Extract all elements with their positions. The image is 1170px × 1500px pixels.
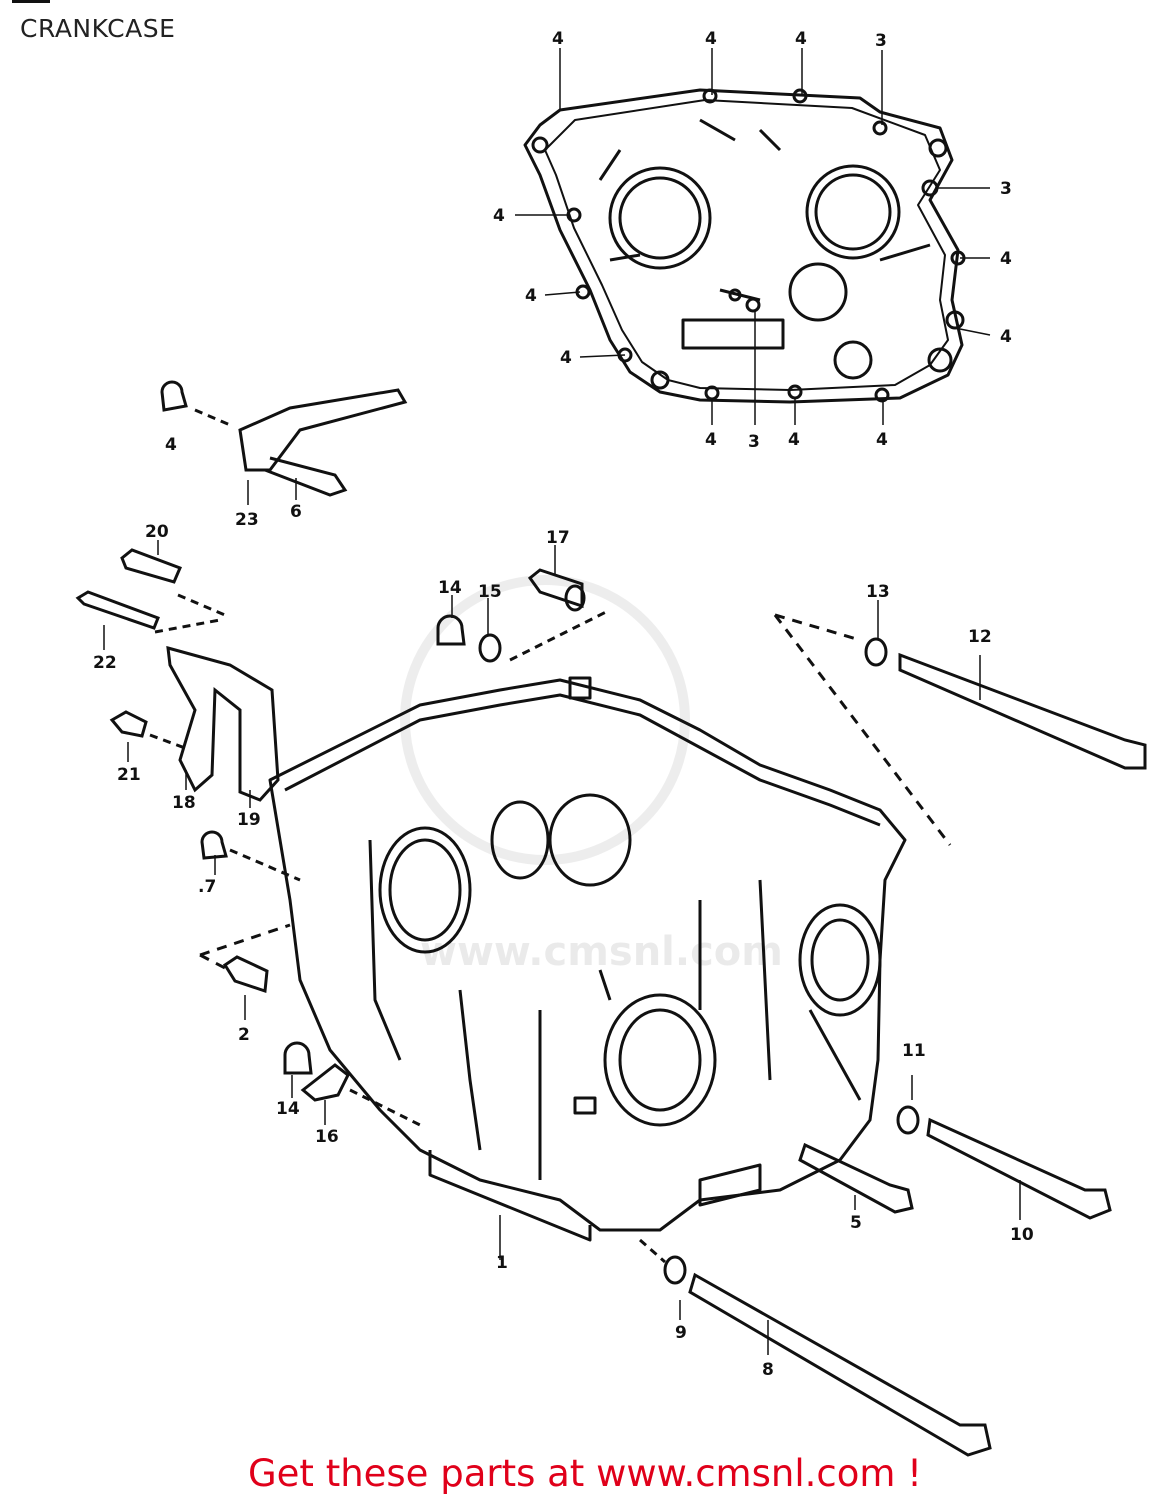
callout-15: 15 [478,582,502,602]
callout-14: 14 [438,578,462,598]
buy-parts-link[interactable]: Get these parts at www.cmsnl.com ! [247,1452,922,1495]
callout-2: 2 [238,1025,250,1045]
callout-22: 22 [93,653,117,673]
callout-labels: 4 4 4 3 3 4 4 4 4 4 4 3 4 4 4 23 6 20 22… [93,29,1034,1380]
callout-4: 4 [705,29,717,49]
watermark-text: www.cmsnl.com [420,929,783,975]
callout-4: 4 [788,430,800,450]
callout-16: 16 [315,1127,339,1147]
callout-8: 8 [762,1360,774,1380]
callout-14: 14 [276,1099,300,1119]
callout-4: 4 [795,29,807,49]
callout-4: 4 [705,430,717,450]
callout-4: 4 [165,435,177,455]
watermark: www.cmsnl.com [400,575,783,975]
callout-12: 12 [968,627,992,647]
callout-4: 4 [493,206,505,226]
callout-10: 10 [1010,1225,1034,1245]
callout-4: 4 [1000,327,1012,347]
callout-4: 4 [560,348,572,368]
bracket-hardware-top [160,380,408,505]
callout-11: 11 [902,1041,926,1061]
callout-20: 20 [145,522,169,542]
header-rule [12,0,50,8]
callout-18: 18 [172,793,196,813]
callout-3: 3 [1000,179,1012,199]
callout-1: 1 [496,1253,508,1273]
cover-leader-lines [515,48,991,425]
loose-parts [185,545,1147,1457]
callout-4: 4 [876,430,888,450]
callout-21: 21 [117,765,141,785]
lower-crankcase-drawing [268,676,907,1242]
callout-3: 3 [748,432,760,452]
callout-9: 9 [675,1323,687,1343]
page-title: CRANKCASE [20,14,176,43]
callout-13: 13 [866,582,890,602]
crankcase-cover-drawing [523,88,966,404]
engine-mount-bracket [75,540,280,802]
callout-19: 19 [237,810,261,830]
callout-23: 23 [235,510,259,530]
callout-7: .7 [198,877,216,897]
callout-6: 6 [290,502,302,522]
callout-5: 5 [850,1213,862,1233]
callout-3: 3 [875,31,887,51]
callout-4: 4 [552,29,564,49]
callout-17: 17 [546,528,570,548]
callout-4: 4 [1000,249,1012,269]
callout-4: 4 [525,286,537,306]
